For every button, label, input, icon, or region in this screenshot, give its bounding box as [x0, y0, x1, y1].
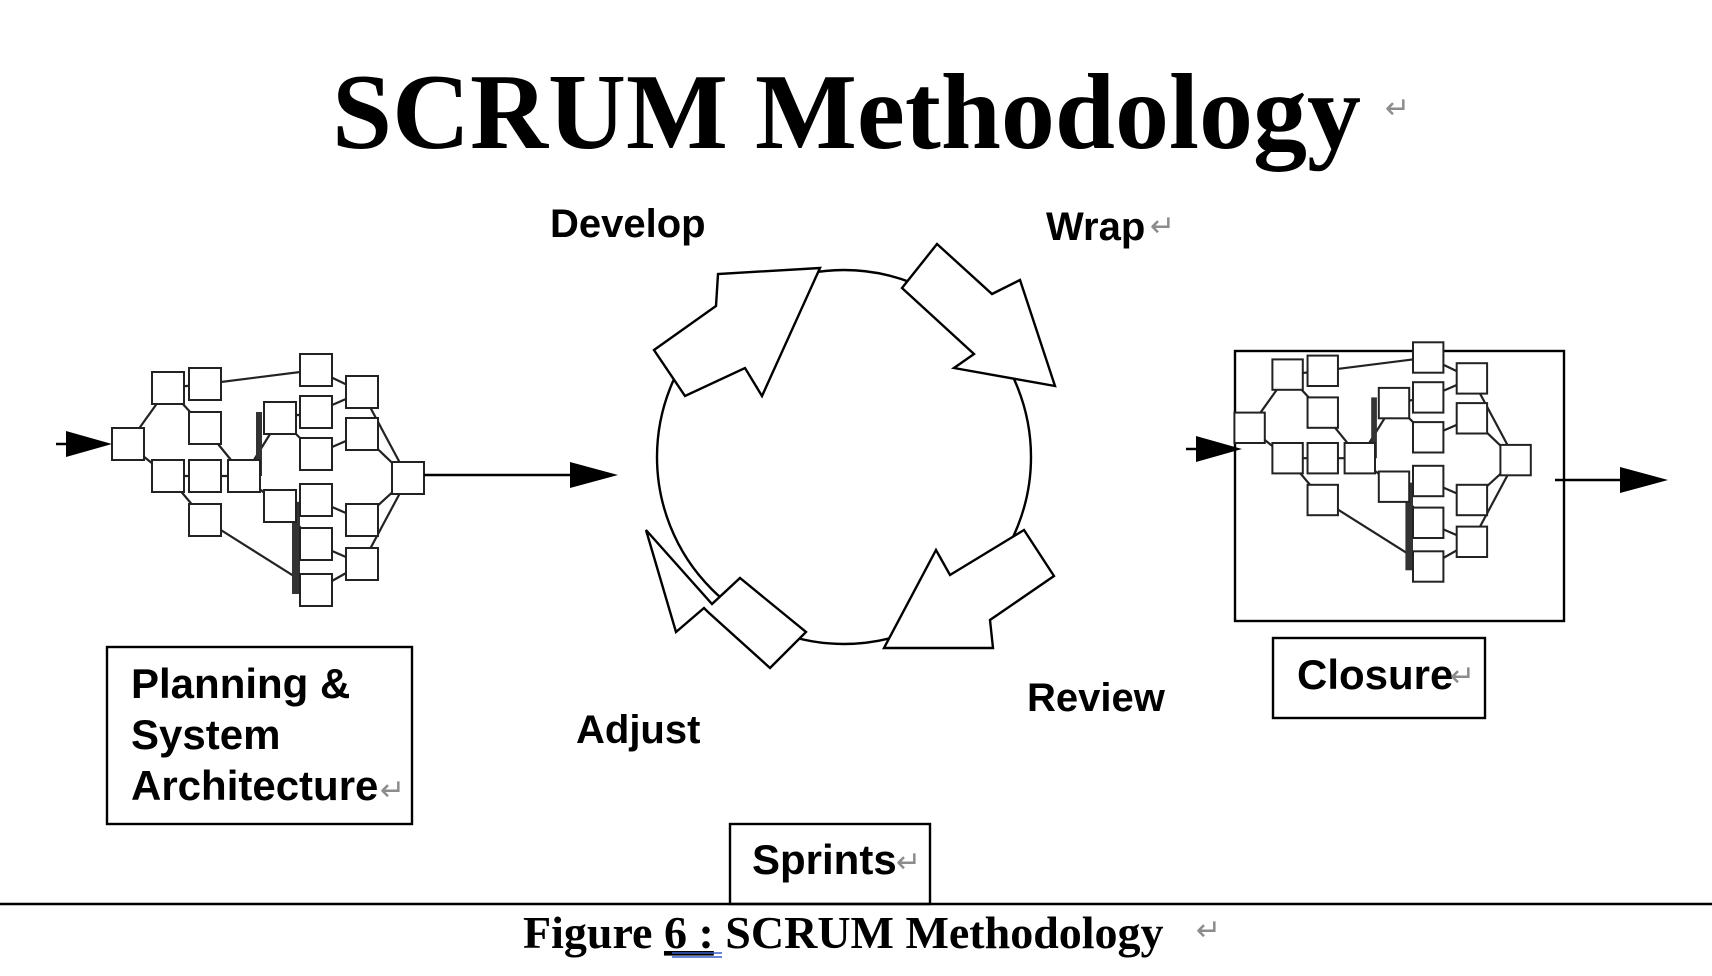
network-node [1377, 470, 1411, 503]
caption-prefix: Figure [523, 907, 664, 958]
network-sync-bar [1371, 397, 1377, 459]
network-node [227, 459, 261, 493]
output-arrow-right [1555, 467, 1668, 493]
entry-arrow-left [56, 431, 112, 457]
caption-number: 6 : [664, 907, 714, 958]
paragraph-mark-icon: ↵ [1450, 659, 1475, 694]
network-node [188, 367, 222, 401]
network-node [1306, 483, 1339, 517]
network-node [345, 503, 379, 537]
network-node [299, 353, 333, 387]
caption-text: SCRUM Methodology [714, 907, 1164, 958]
network-node [1306, 354, 1339, 388]
network-node [299, 437, 333, 471]
adjust-cycle-arrow-icon [644, 529, 808, 670]
network-node [188, 411, 222, 445]
network-sync-bar [256, 412, 262, 476]
planning-network-icon [111, 353, 425, 607]
network-node [1271, 442, 1304, 475]
planning-label-line2: System [131, 711, 280, 758]
network-node [299, 483, 333, 517]
planning-label-line3: Architecture [131, 762, 378, 809]
review-cycle-arrow-icon [882, 528, 1056, 650]
network-sync-bar [292, 502, 300, 594]
sprints-box [728, 822, 932, 906]
adjust-label: Adjust [576, 708, 700, 752]
network-node [1306, 442, 1339, 475]
network-node [188, 503, 222, 537]
network-node [263, 401, 297, 435]
network-node [299, 527, 333, 561]
network-node [1306, 396, 1339, 429]
wrap-cycle-arrow-icon [900, 242, 1057, 388]
network-node [299, 395, 333, 429]
paragraph-mark-icon: ↵ [896, 845, 921, 880]
network-node [1412, 550, 1445, 583]
network-node [1499, 443, 1532, 477]
network-node [263, 489, 297, 523]
network-node [1412, 464, 1445, 498]
network-node [1271, 358, 1304, 391]
paragraph-mark-icon: ↵ [1196, 913, 1221, 948]
planning-label-line1: Planning & [131, 660, 350, 707]
page-title: SCRUM Methodology [332, 53, 1361, 172]
network-node [1412, 506, 1445, 540]
paragraph-mark-icon: ↵ [1385, 91, 1410, 126]
network-node [1233, 411, 1266, 445]
closure-label: Closure [1297, 651, 1453, 698]
network-node [111, 427, 145, 461]
network-node [188, 459, 222, 493]
network-node [1455, 362, 1489, 395]
network-connector [204, 368, 317, 386]
closure-network-icon [1233, 341, 1532, 583]
develop-cycle-arrow-icon [652, 266, 822, 399]
review-label: Review [1027, 676, 1166, 720]
network-node [1455, 525, 1489, 558]
closure-box [1271, 636, 1487, 720]
develop-label: Develop [550, 202, 706, 246]
network-node [1455, 483, 1489, 517]
network-sync-bar [1405, 482, 1413, 571]
sprint-cycle-circle [655, 268, 1033, 646]
output-arrow-left [424, 462, 618, 488]
network-node [1412, 421, 1445, 454]
network-node [151, 371, 185, 405]
network-node [1455, 402, 1489, 435]
figure-caption: Figure 6 : SCRUM Methodology [523, 907, 1164, 958]
paragraph-mark-icon: ↵ [1150, 209, 1175, 244]
wrap-label: Wrap [1046, 205, 1145, 249]
entry-arrow-right [1186, 436, 1242, 462]
planning-box [105, 645, 414, 826]
sprints-label: Sprints [752, 836, 897, 883]
closure-frame [1233, 349, 1566, 623]
network-node [1412, 381, 1445, 414]
network-node [345, 547, 379, 581]
network-node [345, 417, 379, 451]
network-node [1377, 386, 1411, 420]
network-node [391, 461, 425, 495]
network-connector [1322, 356, 1429, 372]
network-node [345, 375, 379, 409]
network-node [1412, 341, 1445, 374]
network-node [151, 459, 185, 493]
paragraph-mark-icon: ↵ [380, 773, 405, 808]
network-node [299, 573, 333, 607]
network-node [1343, 442, 1376, 475]
